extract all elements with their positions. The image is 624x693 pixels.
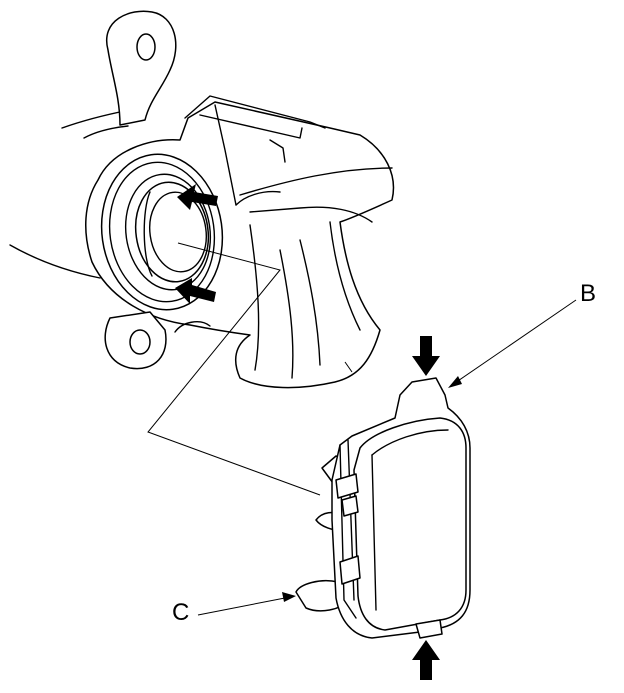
leader-b-arrowhead-icon [448,376,462,388]
leader-c-arrowhead-icon [282,592,296,602]
callout-label-c: C [172,599,190,626]
leader-line-b [451,299,577,386]
lower-piston-arrow-icon [175,278,216,304]
leader-line-c [197,596,291,616]
pad-arrows [412,336,440,680]
upper-piston-arrow-icon [177,184,218,210]
bottom-pad-arrow-icon [412,640,440,680]
piston-arrows [175,184,218,304]
top-pad-arrow-icon [412,336,440,376]
leader-lines [197,299,577,616]
brake-pad [295,377,471,639]
pad-position-guide-lines [147,242,321,496]
callout-label-b: B [580,280,597,307]
